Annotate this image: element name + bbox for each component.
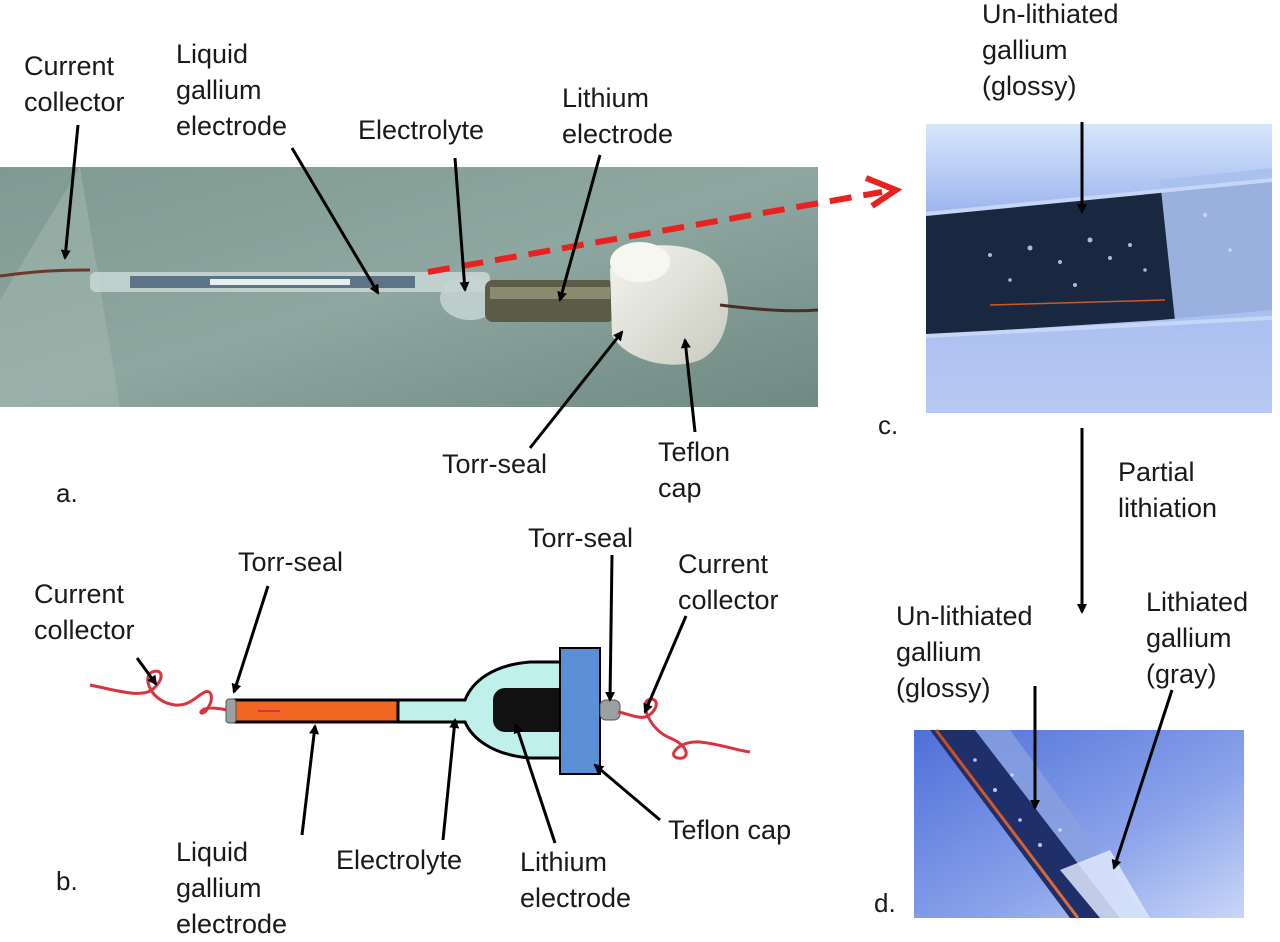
schematic-b — [89, 647, 751, 775]
photo-wire-left — [0, 268, 91, 278]
micrograph-c — [925, 124, 1273, 413]
zoom-arrow — [427, 175, 903, 275]
panel-letter-a: a. — [56, 478, 78, 508]
label-b-teflon-cap: Teflon cap — [668, 815, 792, 845]
micrograph-d — [914, 729, 1244, 919]
pointers-a — [60, 124, 697, 449]
schematic-gallium — [230, 698, 400, 724]
schematic-wire-right — [617, 697, 751, 760]
pointers-b — [135, 554, 688, 844]
schematic-torr-seal-left — [225, 698, 237, 724]
pointers-d — [1030, 686, 1174, 870]
schematic-teflon-cap — [559, 647, 601, 775]
schematic-wire-left — [89, 669, 236, 715]
photo-a — [0, 167, 819, 407]
schematic-torr-seal-right — [599, 699, 621, 721]
label-b-electrolyte: Electrolyte — [336, 845, 463, 875]
panel-letter-b: b. — [56, 866, 78, 896]
photo-lithium — [485, 280, 615, 322]
label-b-torr-seal-right: Torr-seal — [528, 523, 634, 553]
label-a-electrolyte: Electrolyte — [358, 115, 485, 145]
panel-letter-d: d. — [874, 888, 896, 918]
label-a-torr-seal: Torr-seal — [442, 449, 548, 479]
panel-letter-c: c. — [878, 410, 899, 440]
label-b-torr-seal-left: Torr-seal — [238, 547, 344, 577]
